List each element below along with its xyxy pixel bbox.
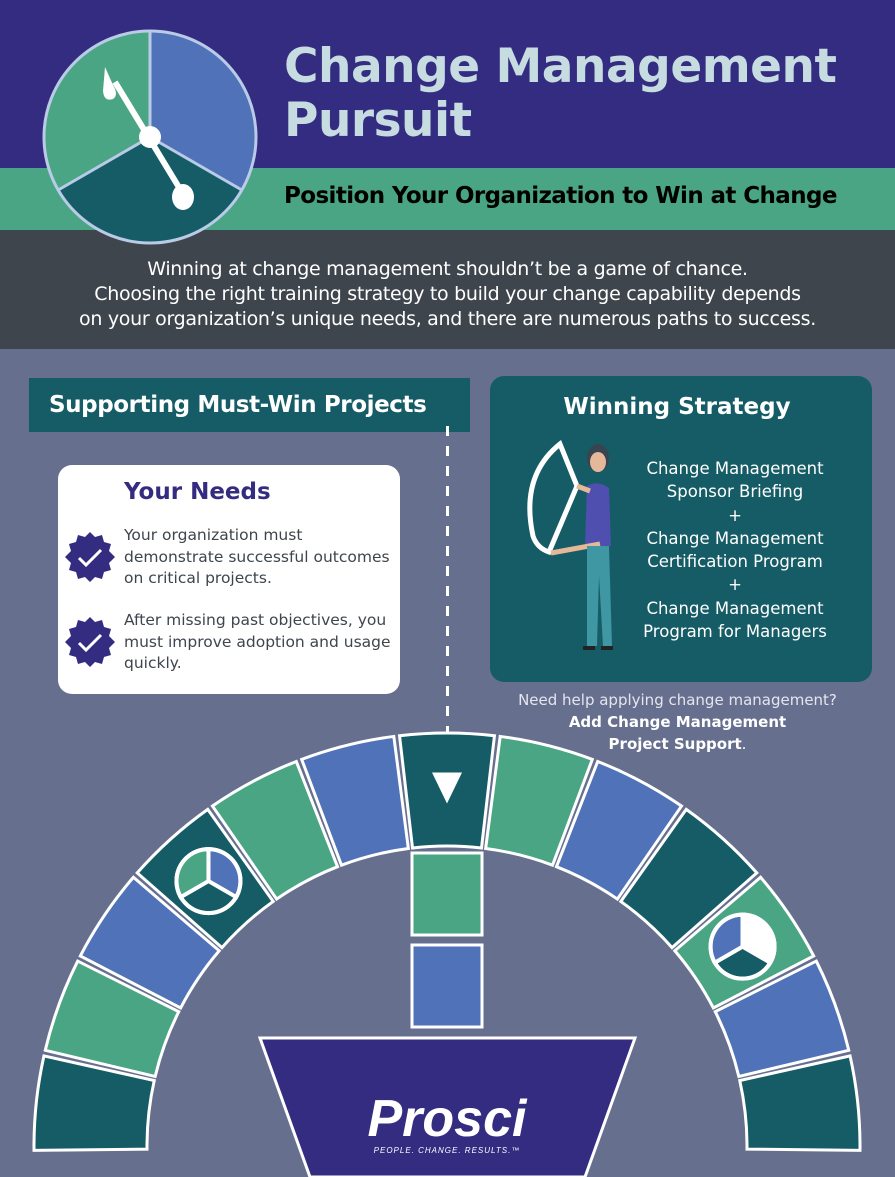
page-subtitle: Position Your Organization to Win at Cha… [284, 183, 837, 209]
prosci-logo: Prosci [368, 1090, 529, 1148]
spinner-icon [42, 29, 258, 245]
start-arrow-icon [432, 772, 462, 804]
project-support-link[interactable]: Add Change Management [568, 713, 787, 731]
needs-title: Your Needs [124, 479, 271, 505]
help-note: Need help applying change management? Ad… [518, 691, 837, 753]
needs-card: Your Needs Your organization must demons… [58, 465, 400, 694]
intro-text: Winning at change management shouldn’t b… [0, 230, 895, 349]
path-tile [410, 851, 484, 937]
board-tile [483, 734, 595, 868]
board-tile [737, 1054, 862, 1152]
board-tile [43, 959, 181, 1079]
board-tile [210, 759, 340, 902]
board-tile [78, 875, 222, 1010]
dashed-connector [446, 426, 449, 748]
board-tile [713, 959, 851, 1079]
board-tile [554, 759, 684, 902]
strategy-title: Winning Strategy [563, 394, 791, 420]
logo-plate [257, 1036, 638, 1177]
logo-tagline: PEOPLE. CHANGE. RESULTS.™ [374, 1146, 521, 1155]
board-tile [299, 734, 411, 868]
need-item: Your organization must demonstrate succe… [124, 526, 390, 587]
check-badge-icon [65, 532, 115, 582]
path-tile [410, 943, 484, 1029]
section-title: Supporting Must-Win Projects [29, 378, 470, 432]
project-support-link-2[interactable]: Project Support [608, 735, 742, 753]
need-item: After missing past objectives, you must … [124, 611, 391, 672]
woman-holding-pie-illustration [527, 439, 613, 650]
board-tile [618, 807, 759, 950]
check-badge-icon [65, 617, 115, 667]
pie-token-icon [708, 912, 777, 981]
board-tile [32, 1054, 157, 1152]
pie-token-icon [174, 847, 243, 916]
